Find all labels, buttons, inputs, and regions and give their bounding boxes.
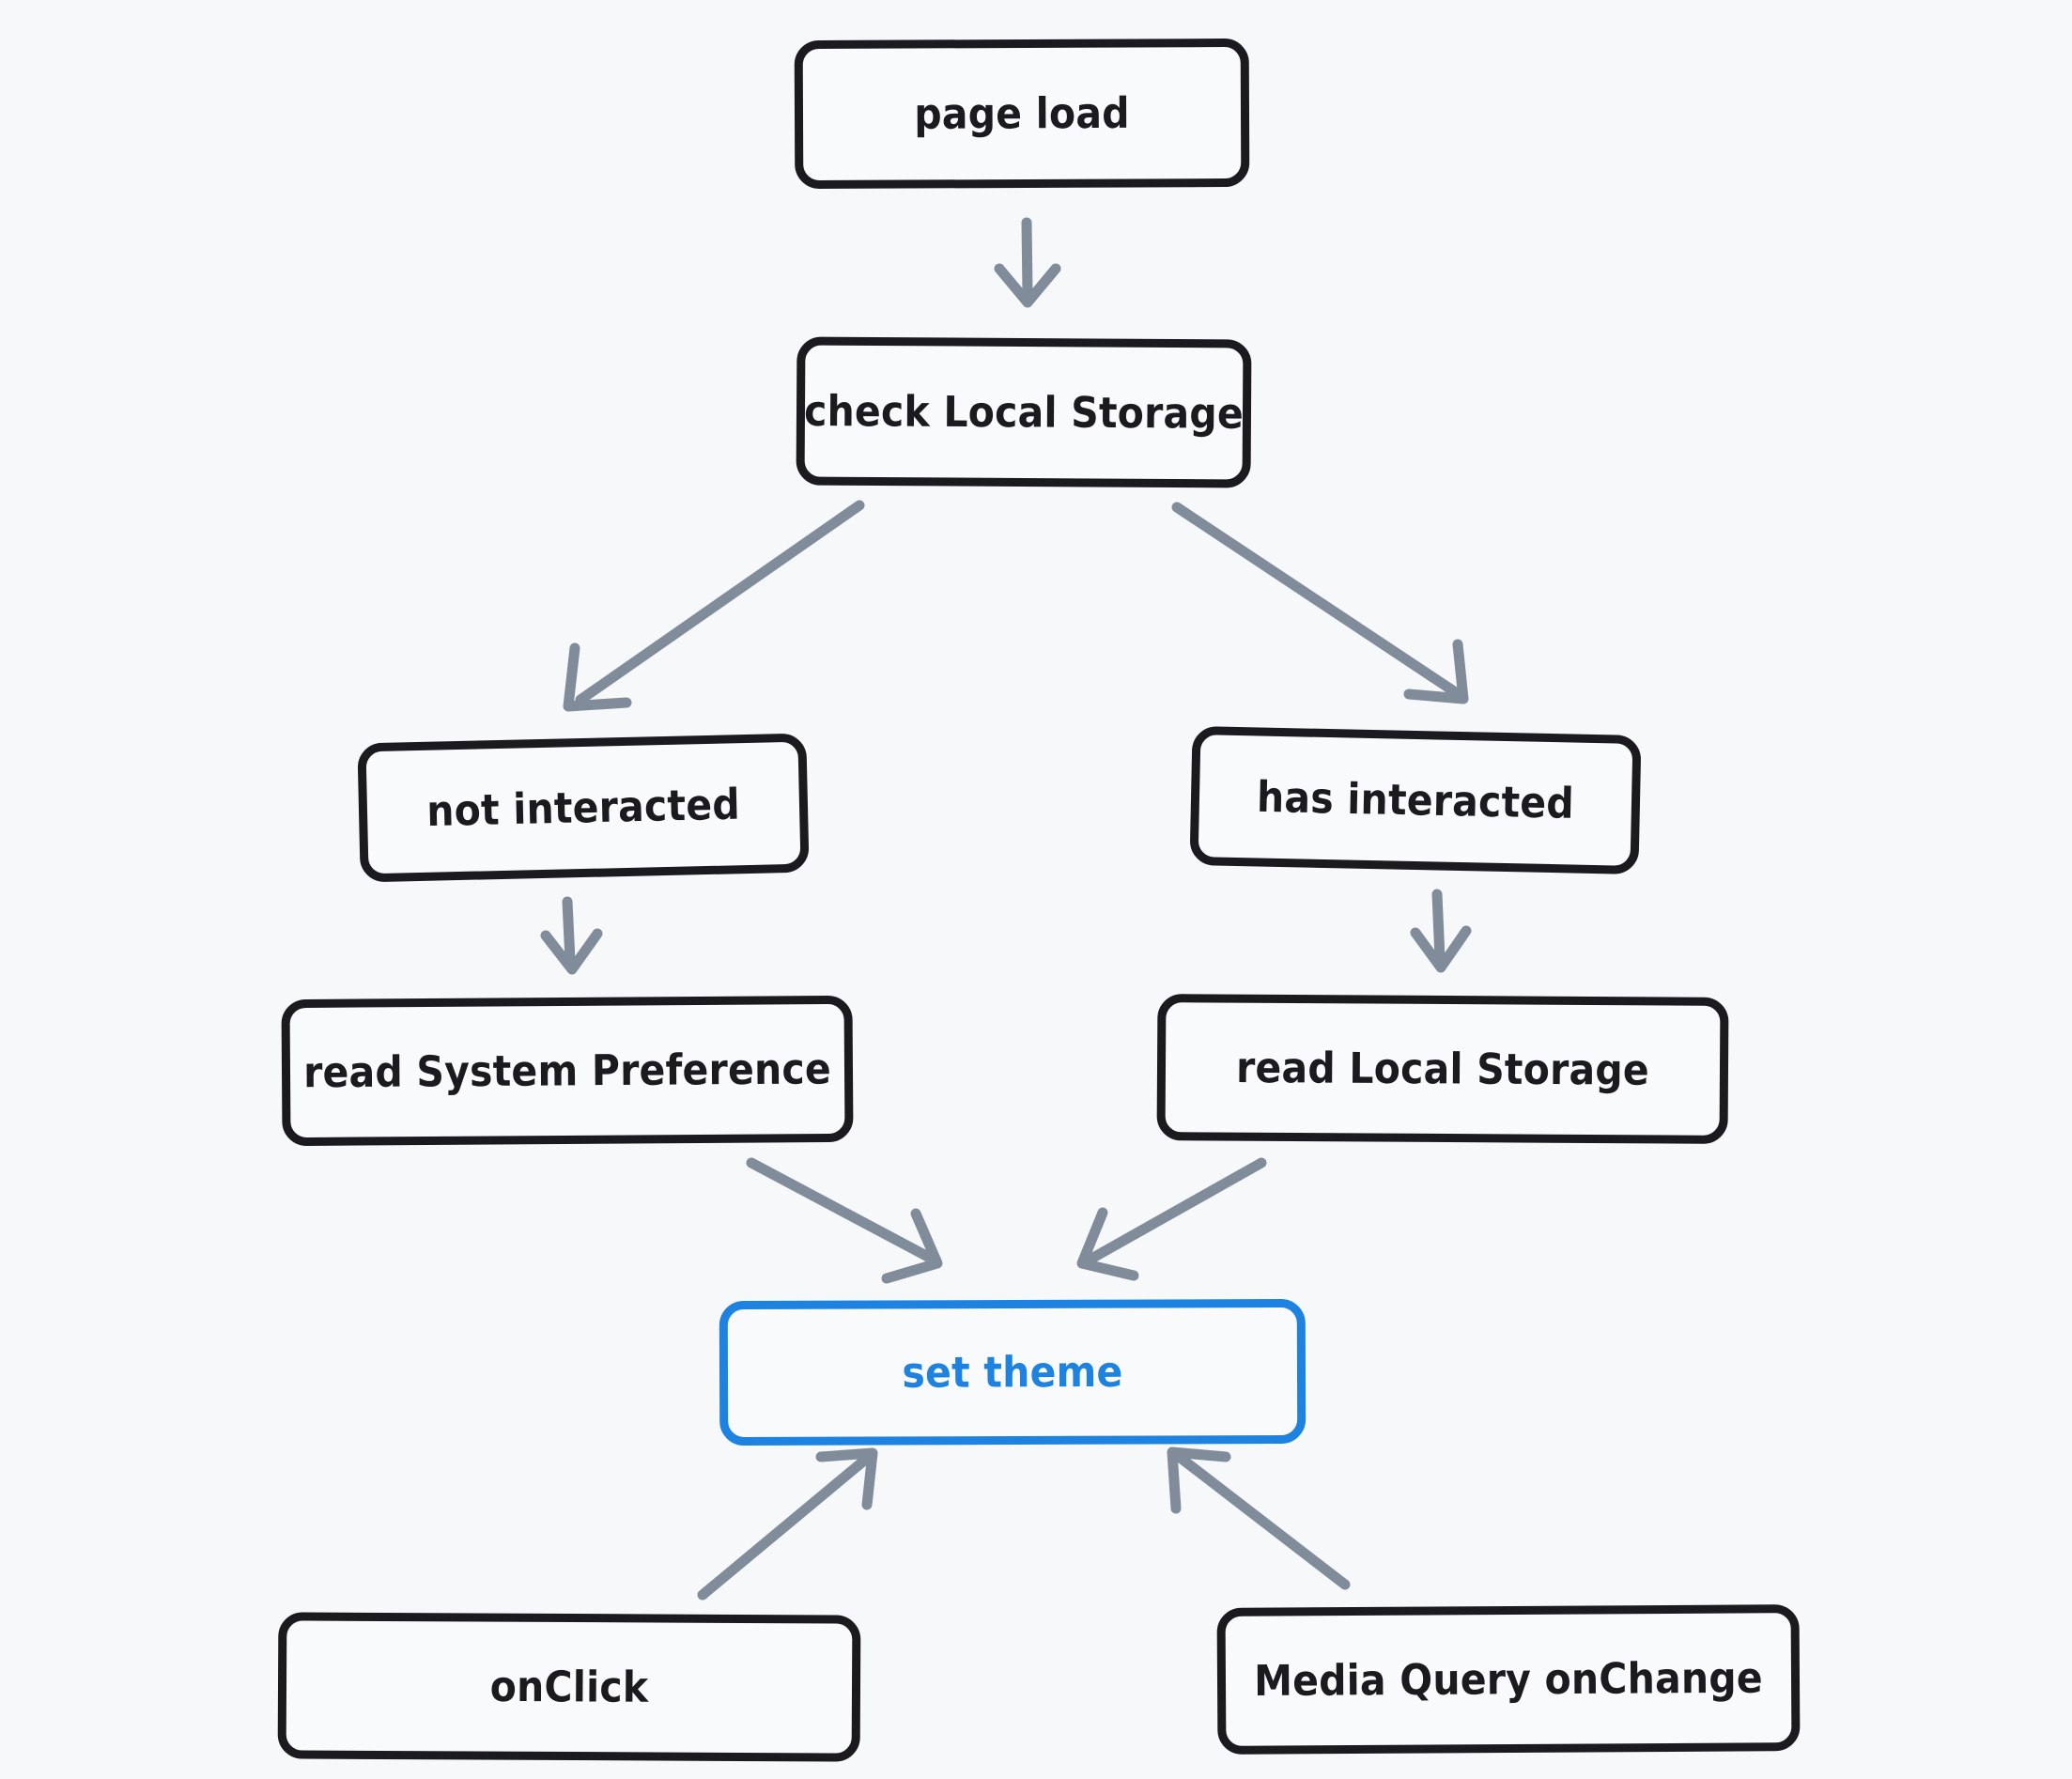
node-read-system-preference-label: read System Preference [302,1044,832,1097]
edge-has-interacted-to-read-local-storage [1410,889,1472,973]
node-media-query-onchange[interactable]: Media Query onChange [1216,1604,1801,1755]
edge-media-query-onchange-to-set-theme [1167,1446,1351,1590]
node-not-interacted[interactable]: not interacted [357,733,810,883]
edge-onclick-to-set-theme [697,1447,878,1601]
node-check-local-storage[interactable]: check Local Storage [796,336,1252,488]
node-read-local-storage[interactable]: read Local Storage [1156,994,1729,1144]
node-onclick-label: onClick [489,1661,649,1712]
edge-check-local-storage-to-not-interacted [563,500,865,712]
edge-read-system-preference-to-set-theme [746,1157,943,1284]
node-read-local-storage-label: read Local Storage [1235,1042,1650,1095]
node-not-interacted-label: not interacted [425,779,741,836]
edge-check-local-storage-to-has-interacted [1171,502,1469,704]
node-media-query-onchange-label: Media Query onChange [1253,1652,1763,1706]
node-page-load-label: page load [914,87,1130,139]
edge-read-local-storage-to-set-theme [1076,1157,1267,1281]
edge-page-load-to-check-local-storage [994,217,1061,308]
node-check-local-storage-label: check Local Storage [803,385,1245,439]
node-set-theme[interactable]: set theme [719,1298,1307,1446]
node-has-interacted-label: has interacted [1256,771,1575,828]
node-read-system-preference[interactable]: read System Preference [281,995,854,1147]
edge-not-interacted-to-read-system-preference [540,896,603,975]
node-page-load[interactable]: page load [794,38,1250,190]
node-has-interacted[interactable]: has interacted [1189,726,1642,874]
node-onclick[interactable]: onClick [277,1612,861,1762]
node-set-theme-label: set theme [902,1346,1123,1398]
